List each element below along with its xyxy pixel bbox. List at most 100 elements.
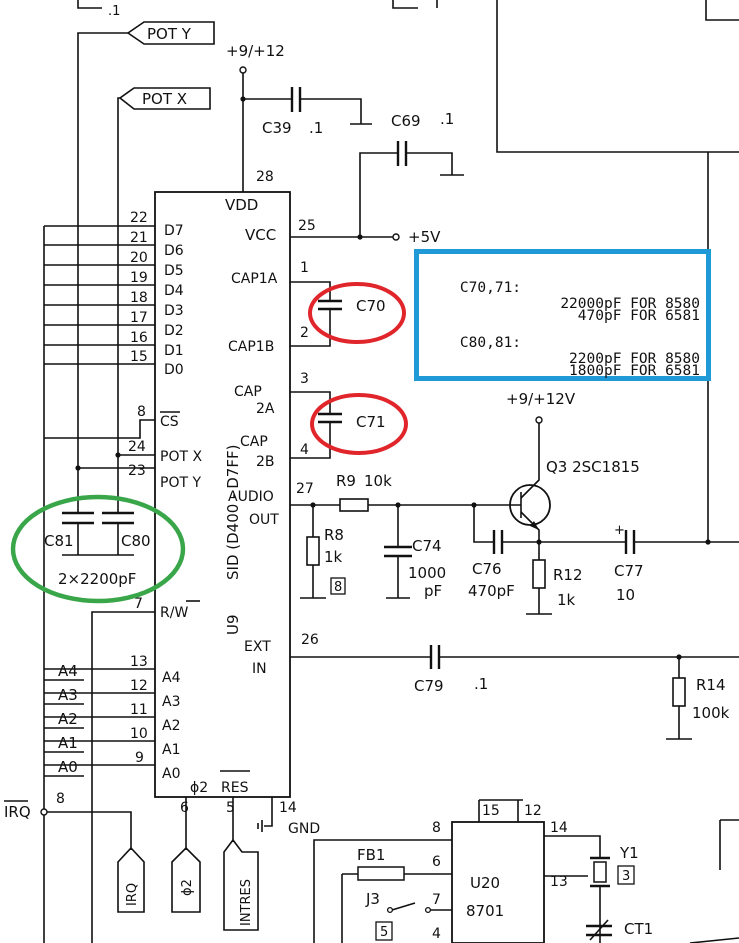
ext-label: EXT — [244, 639, 271, 655]
pin-number: 9 — [135, 750, 144, 766]
phi2-port: ϕ2 — [171, 797, 201, 913]
c80-c81-caps: C81 C80 2×2200pF — [44, 455, 151, 588]
c76-label: C76 — [472, 560, 502, 578]
note-line-4: 1800pF FOR 6581 — [534, 347, 700, 395]
pin-number: 6 — [432, 854, 441, 870]
pin-label: GND — [288, 821, 320, 837]
r12-value: 1k — [557, 591, 576, 609]
fb1-label: FB1 — [357, 846, 385, 864]
pin-label: RES — [221, 780, 249, 796]
r14-value: 100k — [692, 704, 730, 722]
pin-number: 24 — [128, 439, 146, 455]
pin-number: 14 — [279, 800, 297, 816]
in-label: IN — [252, 661, 267, 677]
pin-label: D7 — [164, 223, 184, 239]
bus-label-a0: A0 — [58, 758, 78, 776]
r8-value: 1k — [324, 548, 343, 566]
pin-number: 11 — [130, 702, 148, 718]
c79-value: .1 — [474, 675, 488, 693]
intres-port: INTRES — [223, 797, 259, 931]
port-pot-x: POT X — [117, 87, 211, 455]
pin-number: 4 — [300, 442, 309, 458]
note-line-2: 470pF FOR 6581 — [543, 292, 700, 340]
q3-label: Q3 2SC1815 — [546, 458, 640, 476]
c69-value: .1 — [440, 110, 454, 128]
pin-label: R/W — [160, 605, 188, 621]
c71-highlight-ellipse — [310, 393, 408, 455]
top-left-cap-value: .1 — [108, 4, 120, 19]
pin-number: 6 — [180, 800, 189, 816]
pin-number: 5 — [226, 800, 235, 816]
pin-label: D4 — [164, 283, 184, 299]
u9-vdd-label: VDD — [225, 196, 258, 214]
intres-port-label: INTRES — [239, 879, 254, 926]
c81-label: C81 — [44, 532, 74, 550]
note-line-3-refs: C80,81: — [459, 335, 522, 351]
c80-label: C80 — [121, 532, 151, 550]
pin-number: 2 — [300, 325, 309, 341]
note-line-3: C80,81: 2200pF FOR 8580 — [425, 319, 700, 383]
pin-number: 14 — [550, 820, 568, 836]
c80-c81-value: 2×2200pF — [58, 570, 136, 588]
pin-label: D2 — [164, 323, 184, 339]
cap2b-label-bottom: 2B — [256, 454, 275, 470]
vcc-net: +5V — [290, 141, 464, 246]
bus-label-a4: A4 — [58, 662, 78, 680]
c77-polarity: + — [614, 523, 625, 538]
port-pot-x-label: POT X — [142, 90, 187, 108]
y1-label: Y1 — [619, 844, 639, 862]
vcc-supply-label: +5V — [408, 228, 441, 246]
pin-number: 3 — [300, 371, 309, 387]
j3-label: J3 — [365, 890, 380, 908]
c69-label: C69 — [391, 112, 421, 130]
r9-value: 10k — [364, 472, 392, 490]
c74-label: C74 — [412, 537, 442, 555]
pin-label: CS — [160, 414, 179, 430]
y1-box-label: 3 — [622, 869, 630, 884]
pin-number: 25 — [298, 218, 316, 234]
address-bus: A4 A3 A2 A1 A0 — [44, 662, 155, 777]
pin-number: 27 — [296, 481, 314, 497]
pin-number: 8 — [432, 820, 441, 836]
pin-number: 18 — [130, 290, 148, 306]
q3-supply-label: +9/+12V — [506, 390, 576, 408]
c77-value: 10 — [616, 586, 635, 604]
port-pot-y: POT Y — [77, 21, 215, 468]
note-line-4-value: 1800pF FOR 6581 — [569, 363, 700, 379]
pin-number: 7 — [432, 892, 441, 908]
c74-value-1: 1000 — [408, 564, 446, 582]
cap2a-label-top: CAP — [234, 384, 262, 400]
c39-label: C39 — [262, 119, 292, 137]
bus-label-a1: A1 — [58, 734, 78, 752]
c70-highlight-ellipse — [308, 282, 406, 344]
ic-u9: VDD VCC U9 SID (D400 - D7FF) 22 D7 21 D6… — [128, 169, 320, 837]
note-line-1-refs: C70,71: — [459, 280, 522, 296]
pin-number: 23 — [128, 463, 146, 479]
r8-box-label: 8 — [334, 580, 342, 595]
u9-left-pins: 22 D7 21 D6 20 D5 19 D4 18 D3 17 D2 16 D… — [128, 210, 202, 621]
rw-line — [91, 611, 155, 943]
phi2-port-label: ϕ2 — [180, 879, 195, 896]
u9-address-pins: 13 A4 12 A3 11 A2 10 A1 9 A0 — [130, 654, 181, 782]
ext-in-net: C79 .1 R14 100k — [290, 645, 739, 740]
irq-port-label: IRQ — [125, 883, 140, 906]
pin-label: A2 — [162, 718, 180, 734]
capacitor-value-note: C70,71: 22000pF FOR 8580 470pF FOR 6581 … — [414, 249, 711, 381]
bus-label-a3: A3 — [58, 686, 78, 704]
pin-label: D3 — [164, 303, 184, 319]
audio-label: AUDIO — [228, 489, 274, 505]
r14-label: R14 — [696, 676, 726, 694]
note-line-2-value: 470pF FOR 6581 — [577, 308, 700, 324]
irq-pin-number: 8 — [56, 791, 65, 807]
pin-number: 4 — [432, 926, 441, 942]
pin-number: 7 — [134, 596, 143, 612]
u9-ref: U9 — [224, 614, 242, 635]
c70-cap: C70 — [290, 281, 386, 347]
pin-number: 17 — [130, 310, 148, 326]
pin-number: 8 — [137, 404, 146, 420]
pin-label: D0 — [164, 362, 184, 378]
pin-label: POT X — [160, 449, 202, 465]
ic-u20: 15 12 U20 8701 8 FB1 6 J3 5 7 4 14 13 Y1… — [313, 799, 739, 943]
audio-out-stage: R9 10k R8 1k 8 C74 1000 pF C76 470pF +9/… — [290, 152, 739, 615]
